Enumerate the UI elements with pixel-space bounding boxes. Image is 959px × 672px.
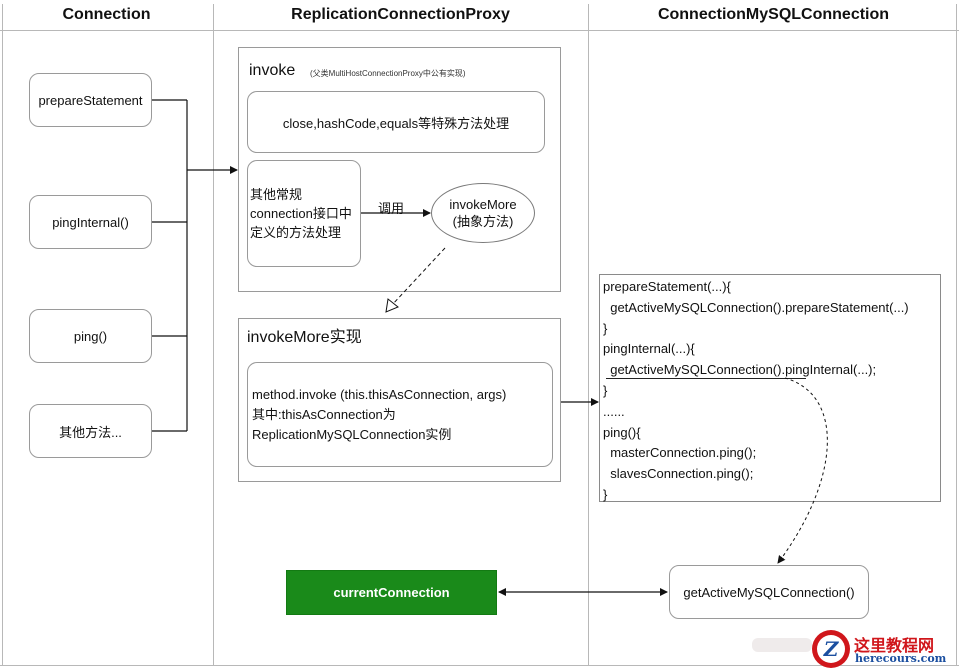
invoke-more-impl-title: invokeMore实现 [247,329,362,346]
method-ping: ping() [29,309,152,363]
invoke-more-label: invokeMore [449,197,517,212]
method-prepare-statement: prepareStatement [29,73,152,127]
code-block: prepareStatement(...){ getActiveMySQLCon… [599,274,941,502]
blurred-patch [752,638,812,652]
lane-bottom-border [0,665,959,666]
code-line: } [603,486,608,502]
lane-divider-left [2,4,3,666]
watermark-site-cn: 这里教程网 [854,638,935,655]
code-line: getActiveMySQLConnection().prepareStatem… [603,299,909,315]
regular-methods-line-1: 其他常规 [250,187,303,202]
watermark: Z 这里教程网 herecours.com [752,630,957,670]
impl-line-3: ReplicationMySQLConnection实例 [252,426,452,442]
code-line: ping(){ [603,424,641,440]
call-label: 调用 [378,201,405,216]
code-line: } [603,320,608,336]
impl-line-1: method.invoke (this.thisAsConnection, ar… [252,386,507,402]
lane-divider-right [956,4,957,666]
code-to-get-active-dashed-arrow [777,377,828,564]
special-methods-box: close,hashCode,equals等特殊方法处理 [247,91,545,153]
method-label: ping() [73,328,108,344]
regular-methods-line-3: 定义的方法处理 [250,225,342,240]
invoke-more-impl-box: method.invoke (this.thisAsConnection, ar… [247,362,553,467]
regular-methods-line-2: connection接口中 [250,206,352,221]
lane-title-proxy: ReplicationConnectionProxy [291,6,510,23]
invoke-title: invoke [249,62,296,79]
get-active-connection-box: getActiveMySQLConnection() [669,565,869,619]
code-line: prepareStatement(...){ [603,279,731,294]
impl-line-2: 其中:thisAsConnection为 [252,406,396,422]
code-underline [606,378,806,379]
current-connection-label: currentConnection [333,585,450,600]
regular-methods-box: 其他常规 connection接口中 定义的方法处理 [247,160,361,267]
lane-divider-2 [588,4,589,666]
method-others: 其他方法... [29,404,152,458]
lane-title-connection: Connection [62,6,151,23]
invoke-more-ellipse: invokeMore (抽象方法) [431,183,535,243]
code-line: slavesConnection.ping(); [603,466,754,482]
method-label: prepareStatement [38,92,143,108]
method-label: pingInternal() [52,214,129,230]
code-line: } [603,382,608,398]
code-line: pingInternal(...){ [603,341,695,357]
code-line: masterConnection.ping(); [603,445,757,461]
current-connection-box: currentConnection [286,570,497,615]
lane-divider-1 [213,4,214,666]
get-active-connection-label: getActiveMySQLConnection() [683,584,855,600]
inheritance-dashed-arrow [391,247,446,306]
watermark-logo-letter: Z [823,637,839,661]
code-line: ...... [603,403,625,419]
lane-title-mysql: ConnectionMySQLConnection [657,6,890,23]
method-ping-internal: pingInternal() [29,195,152,249]
watermark-logo-icon: Z [812,630,850,668]
invoke-more-sublabel: (抽象方法) [452,214,514,229]
watermark-site-url: herecours.com [855,652,947,665]
special-methods-label: close,hashCode,equals等特殊方法处理 [282,115,510,131]
inheritance-arrowhead [385,298,399,313]
code-line: getActiveMySQLConnection().pingInternal(… [603,362,877,378]
method-bus-connector [152,99,238,432]
method-label: 其他方法... [59,424,122,440]
invoke-note: (父类MultiHostConnectionProxy中公有实现) [310,69,466,78]
lane-header-divider [0,30,959,31]
